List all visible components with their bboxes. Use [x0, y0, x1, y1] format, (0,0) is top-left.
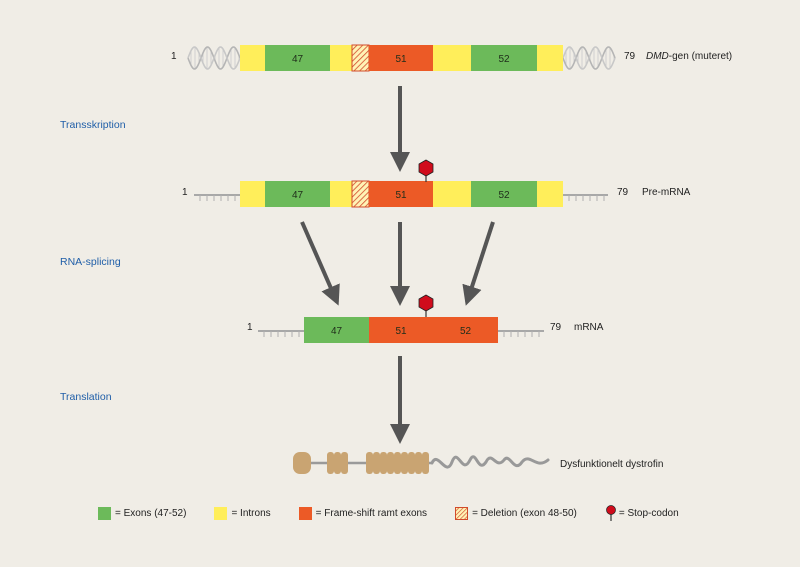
- pre-mrna-segment-deletion: [351, 180, 370, 208]
- gene-segment-intron: [433, 45, 471, 71]
- mrna-bar: 47 51 52: [304, 317, 498, 343]
- gene-segment-frameshift: [369, 45, 433, 71]
- stage-label-transcription: Transskription: [60, 119, 126, 131]
- stage-label-translation: Translation: [60, 391, 112, 403]
- gene-end-number: 79: [624, 51, 636, 62]
- gene-segment-exon: [471, 45, 537, 71]
- gene-segment-intron: [240, 45, 265, 71]
- pre-mrna-segment-label: 47: [292, 190, 304, 201]
- mrna-segment-label: 47: [331, 326, 343, 337]
- legend-item-introns: = Introns: [214, 506, 271, 520]
- stop-codon-icon: [606, 505, 616, 521]
- legend-item-frameshift: = Frame-shift ramt exons: [298, 506, 428, 520]
- gene-bar: 47 51 52: [240, 44, 563, 72]
- stage-label-splicing: RNA-splicing: [60, 256, 121, 268]
- mrna-tail-right: [498, 330, 544, 337]
- legend-label-deletion: = Deletion (exon 48-50): [472, 507, 577, 519]
- pre-mrna-tail-left: [194, 194, 240, 201]
- pre-mrna-bar: 47 51 52: [240, 180, 563, 208]
- legend-label-introns: = Introns: [231, 507, 271, 519]
- legend-label-frameshift: = Frame-shift ramt exons: [315, 507, 428, 519]
- legend-item-deletion: = Deletion (exon 48-50): [455, 506, 577, 520]
- mrna-segment-label: 51: [395, 326, 407, 337]
- gene-label: DMD-gen (muteret): [646, 51, 732, 62]
- gene-segment-label: 47: [292, 54, 304, 65]
- mrna-end-number: 79: [550, 322, 562, 333]
- pre-mrna-label: Pre-mRNA: [642, 187, 691, 198]
- gene-segment-intron: [330, 45, 352, 71]
- gene-label-suffix: -gen (muteret): [668, 51, 733, 62]
- dystrophin-protein-icon: [293, 452, 550, 474]
- mrna-segment-frameshift: [433, 317, 498, 343]
- pre-mrna-segment-exon: [265, 181, 330, 207]
- legend-item-stop: = Stop-codon: [605, 505, 679, 521]
- splicing-arrow-left: [300, 221, 340, 306]
- mrna-tail-left: [258, 330, 304, 337]
- gene-start-number: 1: [171, 51, 177, 62]
- pre-mrna-segment-frameshift: [369, 181, 433, 207]
- stop-codon-icon: [418, 294, 434, 317]
- intron-swatch: [214, 506, 228, 520]
- pre-mrna-segment-exon: [471, 181, 537, 207]
- pre-mrna-tail-right: [563, 194, 608, 201]
- frameshift-swatch: [298, 506, 312, 520]
- pre-mrna-segment-intron: [537, 181, 563, 207]
- stop-codon-icon: [418, 159, 434, 182]
- pre-mrna-start-number: 1: [182, 187, 188, 198]
- pre-mrna-segment-intron: [433, 181, 471, 207]
- mrna-start-number: 1: [247, 322, 253, 333]
- mrna-segment-frameshift: [369, 317, 433, 343]
- legend-item-exons: = Exons (47-52): [98, 506, 187, 520]
- pre-mrna-segment-intron: [330, 181, 352, 207]
- legend-label-exons: = Exons (47-52): [115, 507, 187, 519]
- legend-label-stop: = Stop-codon: [618, 507, 679, 519]
- pre-mrna-segment-label: 51: [395, 190, 407, 201]
- gene-segment-intron: [537, 45, 563, 71]
- dna-helix-left: [187, 46, 241, 70]
- exon-swatch: [98, 506, 111, 520]
- dna-helix-right: [562, 46, 616, 70]
- gene-segment-deletion: [351, 44, 370, 72]
- protein-label: Dysfunktionelt dystrofin: [560, 459, 664, 470]
- deletion-swatch: [455, 506, 469, 520]
- mrna-label: mRNA: [574, 322, 604, 333]
- gene-segment-exon: [265, 45, 330, 71]
- pre-mrna-segment-intron: [240, 181, 265, 207]
- mrna-segment-exon: [304, 317, 369, 343]
- gene-segment-label: 52: [498, 54, 510, 65]
- mrna-segment-label: 52: [460, 326, 472, 337]
- gene-label-name: DMD: [646, 51, 669, 62]
- splicing-arrow-right: [462, 221, 495, 306]
- pre-mrna-end-number: 79: [617, 187, 629, 198]
- gene-segment-label: 51: [395, 54, 407, 65]
- pre-mrna-segment-label: 52: [498, 190, 510, 201]
- legend: = Exons (47-52) = Introns = Frame-shift …: [98, 505, 679, 521]
